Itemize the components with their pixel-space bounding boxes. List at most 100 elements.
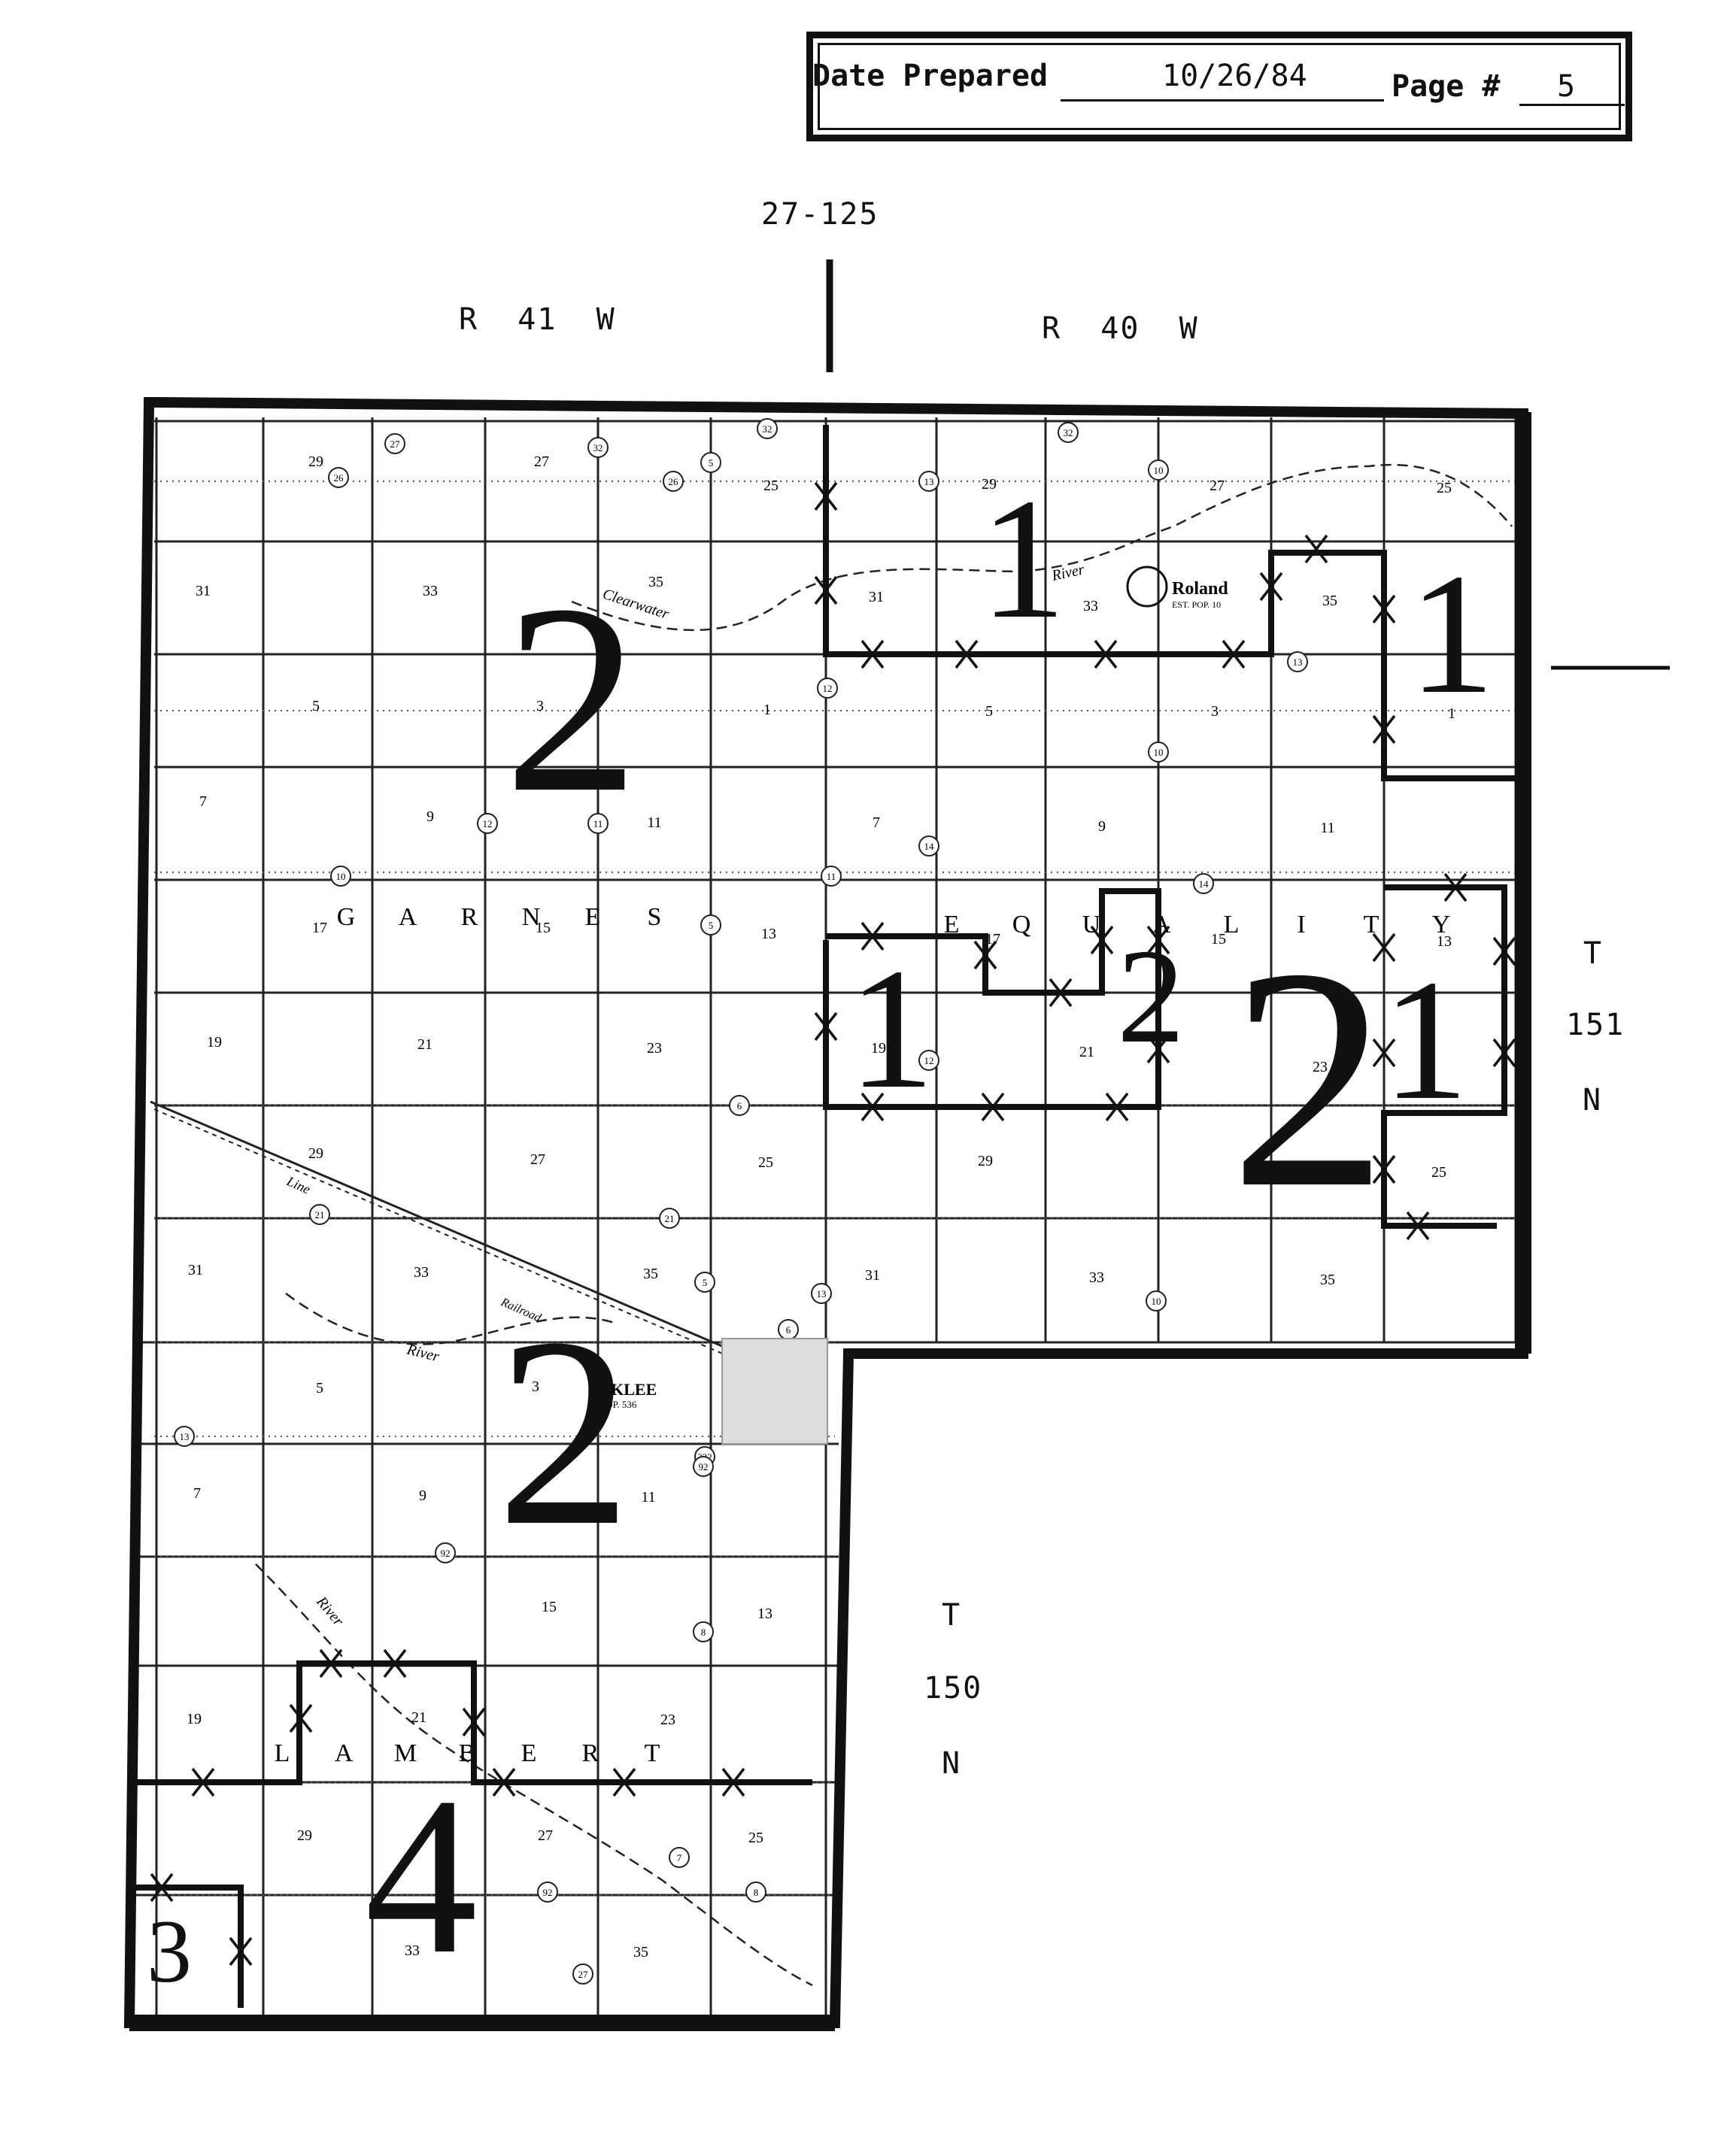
township-150-number: 150 — [924, 1671, 983, 1706]
boundary-cross-mark — [1492, 1038, 1516, 1068]
road-number: 6 — [786, 1324, 791, 1336]
road-marker-circle — [174, 1426, 195, 1447]
road-number: 32 — [763, 423, 772, 435]
equality-section-number: 21 — [1079, 1044, 1094, 1060]
road-number-marker: 92 — [537, 1882, 558, 1903]
equality-section-number: 29 — [982, 476, 997, 493]
cross-stroke — [1222, 639, 1246, 669]
road-number-marker: 12 — [817, 678, 838, 699]
page-label: Page # — [1392, 69, 1501, 104]
oklee-population: POP. 536 — [600, 1399, 637, 1410]
road-marker-circle — [729, 1095, 750, 1116]
road-number: 27 — [390, 438, 401, 450]
cross-stroke — [289, 1703, 313, 1733]
road-number-marker: 21 — [309, 1204, 330, 1225]
district-crossings — [150, 481, 1516, 1966]
road-marker-circle — [817, 678, 838, 699]
district-number: 1 — [980, 462, 1067, 654]
road-marker-circle — [821, 866, 842, 887]
cross-stroke — [1372, 1038, 1396, 1068]
road-number: 12 — [924, 1055, 934, 1066]
road-number: 27 — [578, 1969, 589, 1980]
boundary-cross-mark — [1259, 572, 1283, 602]
road-number: 92 — [441, 1548, 451, 1559]
cross-stroke — [1146, 1034, 1170, 1064]
equality-section-number: 11 — [1320, 820, 1334, 836]
oklee-town-area — [721, 1338, 828, 1445]
equality-section-number: 35 — [1320, 1272, 1335, 1288]
garnes-letter: S — [648, 903, 662, 931]
cross-stroke — [1146, 925, 1170, 955]
road-number: 5 — [703, 1277, 708, 1288]
cross-stroke — [612, 1767, 636, 1797]
road-marker-circle — [669, 1847, 690, 1868]
pipe-line-label: Line — [284, 1173, 312, 1197]
date-prepared-value: 10/26/84 — [1162, 59, 1307, 93]
garnes-letter: A — [399, 903, 417, 931]
lambert-section-number: 33 — [405, 1942, 420, 1959]
district-4-boundary — [135, 1660, 812, 1785]
road-marker-circle — [663, 471, 684, 492]
equality-section-number: 5 — [985, 703, 993, 720]
clearwater-river — [571, 463, 1513, 632]
river-label-south: River — [405, 1341, 442, 1365]
boundary-cross-mark — [289, 1703, 313, 1733]
garnes-section-number: 9 — [426, 808, 434, 825]
road-number-marker: 13 — [811, 1283, 832, 1304]
district-number: 1 — [1383, 944, 1469, 1136]
road-number: 11 — [593, 818, 603, 829]
equality-section-number: 13 — [1437, 933, 1452, 950]
road-number-marker: 6 — [729, 1095, 750, 1116]
boundary-cross-mark — [1090, 925, 1114, 955]
road-number-marker: 92 — [693, 1456, 714, 1477]
road-number: 92 — [543, 1887, 553, 1898]
equality-section-number: 23 — [1313, 1059, 1328, 1075]
equality-section-number: 15 — [1211, 931, 1226, 948]
cross-stroke — [1049, 978, 1073, 1008]
cross-stroke — [383, 1648, 407, 1678]
garnes-section-number: 25 — [763, 478, 779, 494]
road-number: 7 — [677, 1852, 682, 1863]
date-prepared-label: Date Prepared — [812, 59, 1049, 93]
road-number-marker: 14 — [918, 835, 939, 857]
road-number: 14 — [1199, 878, 1210, 890]
equality-letter: L — [1224, 911, 1240, 939]
boundary-cross-mark — [319, 1648, 343, 1678]
cross-stroke — [1492, 1038, 1516, 1068]
township-151-number: 151 — [1566, 1008, 1625, 1042]
road-marker-circle — [435, 1542, 456, 1563]
road-number: 10 — [1154, 747, 1164, 758]
garnes-section-number: 1 — [763, 702, 771, 718]
equality-letter: Y — [1432, 911, 1451, 939]
garnes-letter: N — [522, 903, 541, 931]
lambert-section-number: 7 — [193, 1485, 201, 1502]
road-number-marker: 21 — [659, 1208, 680, 1229]
district-number: 3 — [147, 1901, 192, 2001]
boundary-cross-mark — [1105, 1092, 1129, 1122]
road-number-marker: 11 — [821, 866, 842, 887]
garnes-section-number: 23 — [647, 1040, 662, 1057]
boundary-cross-mark — [1146, 1034, 1170, 1064]
road-number: 12 — [823, 683, 833, 694]
road-marker-circle — [328, 467, 349, 488]
garnes-letter: R — [461, 903, 478, 931]
boundary-cross-mark — [150, 1872, 174, 1903]
road-number-marker: 10 — [330, 866, 351, 887]
boundary-cross-mark — [1372, 1154, 1396, 1184]
road-number-marker: 8 — [745, 1882, 766, 1903]
equality-section-number: 33 — [1083, 598, 1098, 614]
road-number: 11 — [827, 871, 836, 882]
road-number: 5 — [709, 457, 714, 468]
road-number-marker: 26 — [328, 467, 349, 488]
page-underline — [1519, 104, 1625, 106]
district-1-north-boundary — [823, 425, 1516, 781]
boundary-cross-mark — [1443, 872, 1467, 902]
road-number-marker: 10 — [1148, 741, 1169, 763]
range-41-west: R 41 W — [459, 302, 616, 337]
road-number-marker: 26 — [663, 471, 684, 492]
boundary-cross-mark — [612, 1767, 636, 1797]
garnes-section-number: 31 — [196, 583, 211, 599]
